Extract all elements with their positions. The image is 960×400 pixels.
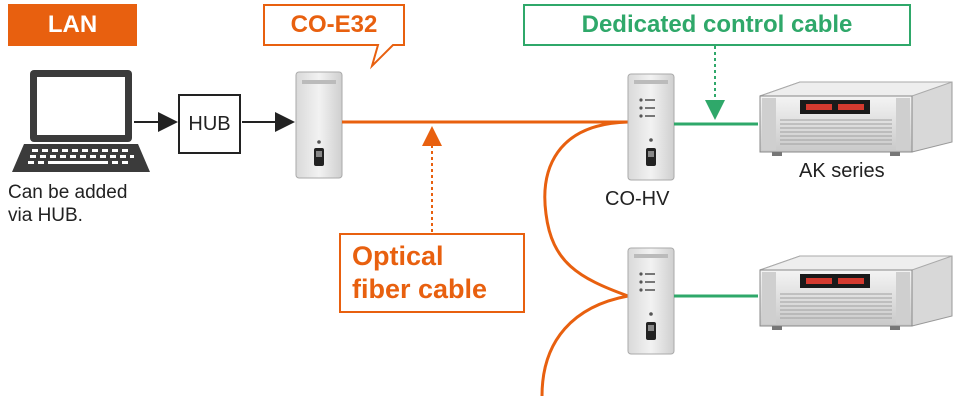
hub-note: Can be added via HUB. <box>8 182 128 226</box>
optical-fiber-continue <box>540 294 629 397</box>
ak-series-unit-1 <box>759 81 953 156</box>
ak-series-unit-2 <box>759 255 953 330</box>
co-hv-device-2 <box>627 247 675 355</box>
laptop-icon <box>12 70 150 172</box>
co-hv-label: CO-HV <box>605 188 670 210</box>
dedicated-cable-callout <box>523 4 911 46</box>
optical-cable-callout <box>339 233 525 313</box>
optical-fiber-loop <box>543 120 629 298</box>
ak-series-label: AK series <box>799 160 885 182</box>
co-e32-label: CO-E32 <box>290 11 378 38</box>
hub-box: HUB <box>178 94 241 154</box>
optical-cable-label: Optical fiber cable <box>352 241 488 304</box>
lan-badge: LAN <box>8 4 137 46</box>
co-hv-device-1 <box>627 73 675 181</box>
co-e32-callout <box>263 4 405 70</box>
dedicated-cable-label: Dedicated control cable <box>581 11 853 38</box>
co-e32-device <box>295 71 343 179</box>
